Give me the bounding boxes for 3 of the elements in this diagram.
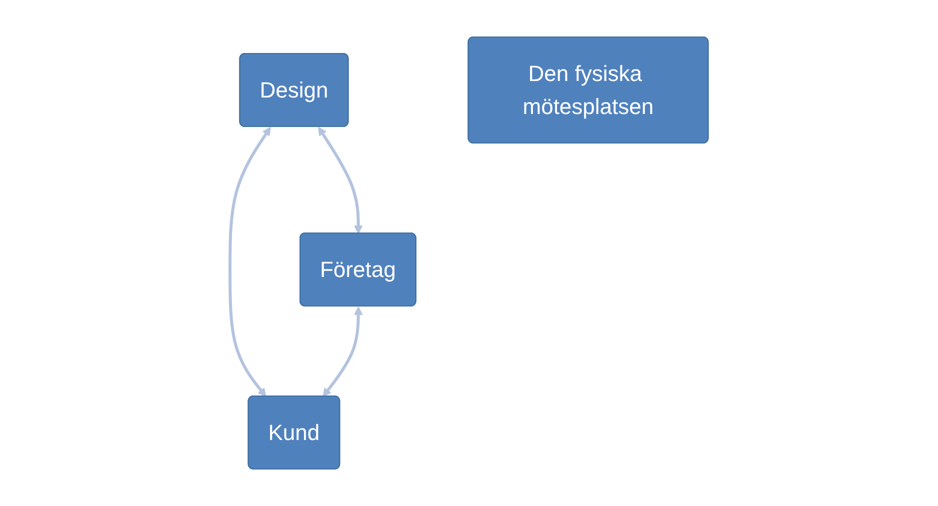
arrow [228, 126, 271, 397]
arrow [318, 126, 363, 234]
arrow [322, 306, 363, 397]
